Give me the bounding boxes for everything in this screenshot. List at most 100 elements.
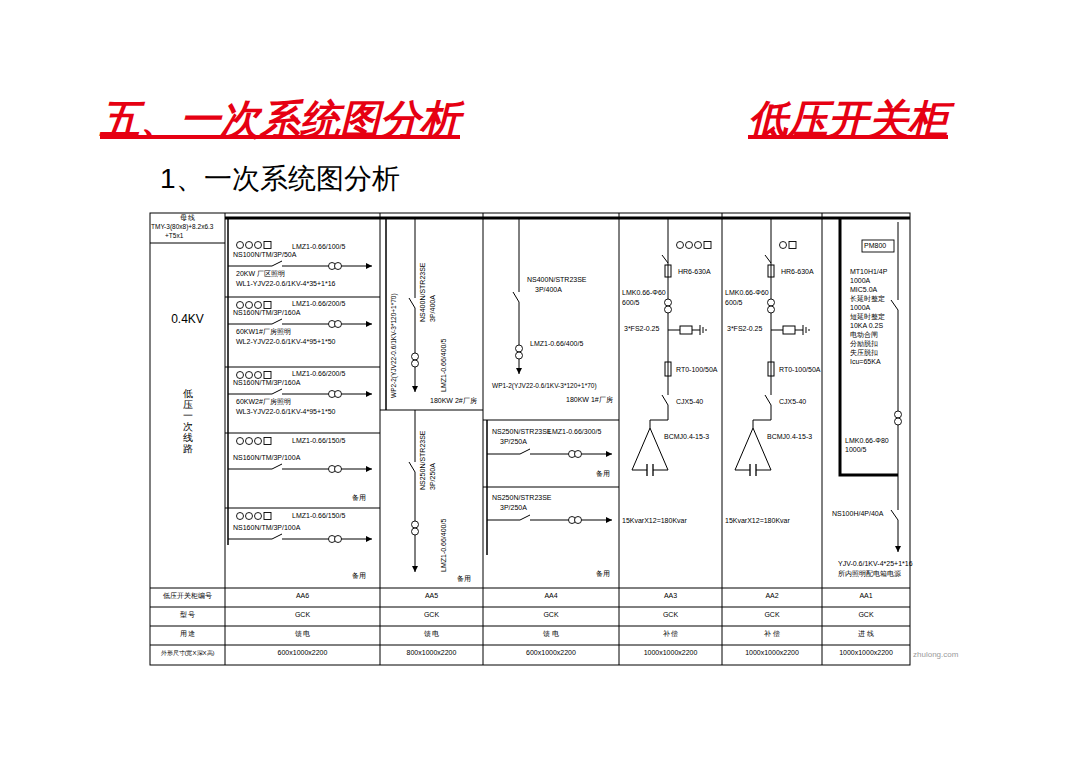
spec-label: 失压脱扣 (850, 349, 878, 357)
table-line (225, 213, 226, 665)
wire (415, 218, 416, 298)
wire (415, 410, 416, 462)
breaker-symbol (272, 261, 282, 266)
spec-label: NS160N/TM/3P/100A (233, 524, 300, 532)
wire (282, 266, 372, 267)
ct-symbol (412, 360, 419, 367)
spec-label: CJX5-40 (676, 398, 703, 406)
ct-symbol (335, 466, 342, 473)
incoming-bus (840, 218, 898, 475)
spec-label: NS250N/STR23SE (492, 428, 552, 436)
spec-label: 备用 (352, 494, 366, 502)
arrow-head (366, 263, 372, 269)
table-cell: 1000x1000x2200 (822, 649, 910, 657)
wire (668, 362, 669, 376)
ct-symbol (335, 536, 342, 543)
arrow-head (366, 466, 372, 472)
spec-label: LMK0.66-Φ80 (845, 437, 889, 445)
table-line (483, 487, 619, 488)
spec-label: 备用 (352, 572, 366, 580)
table-cell: 1000x1000x2200 (722, 649, 822, 657)
spec-label: NS160N/TM/3P/100A (233, 454, 300, 462)
ammeter-symbol (677, 242, 684, 249)
ct-symbol (768, 299, 775, 306)
spec-label: WL1-YJV22-0.6/1KV-4*35+1*16 (236, 280, 335, 288)
table-line (380, 213, 381, 665)
ct-symbol (575, 517, 582, 524)
spec-label: MIC5.0A (850, 286, 877, 294)
table-cell: GCK (822, 611, 910, 619)
capacitor-plate (646, 464, 647, 476)
table-cell: 600x1000x2200 (225, 649, 380, 657)
busbar (225, 217, 910, 220)
table-frame (150, 213, 910, 665)
spec-label: 10KA 0.2S (850, 322, 883, 330)
ct-symbol (665, 299, 672, 306)
wire (668, 263, 669, 395)
ammeter-symbol (255, 438, 262, 445)
table-cell: 母 线 (150, 214, 225, 222)
panel-bus (486, 420, 488, 555)
breaker-symbol (409, 298, 415, 308)
fuse-symbol (665, 362, 671, 376)
subheading: 1、一次系统图分析 (160, 162, 400, 196)
breaker-symbol (272, 319, 282, 324)
ct-symbol (895, 418, 902, 425)
table-cell: 外形尺寸(宽X深X高) (150, 650, 225, 657)
ammeter-symbol (695, 242, 702, 249)
meter-box (704, 242, 711, 249)
table-line (822, 213, 823, 665)
spec-label: LMK0.66-Φ60 (622, 289, 666, 297)
wire (228, 539, 272, 540)
spec-label: NS160N/TM/3P/160A (233, 309, 300, 317)
ammeter-symbol (686, 242, 693, 249)
spec-label: 备用 (596, 570, 610, 578)
wire (487, 520, 520, 521)
spec-label: NS100N/TM/3P/50A (233, 251, 296, 259)
table-line (150, 588, 910, 589)
spec-label: RT0-100/50A (676, 366, 718, 374)
ammeter-symbol (255, 372, 262, 379)
ct-symbol (516, 352, 523, 359)
table-cell: AA6 (225, 592, 380, 600)
breaker-symbol (513, 292, 519, 302)
arrow-head (516, 368, 522, 374)
table-cell: 进 线 (822, 630, 910, 638)
spec-label: 60KW2#厂房照明 (236, 398, 291, 406)
breaker-symbol (891, 300, 898, 310)
table-cell: AA1 (822, 592, 910, 600)
spec-label: NS250N/STR23SE (492, 494, 552, 502)
breaker-symbol (272, 464, 282, 469)
ground-symbol (703, 327, 704, 333)
ct-symbol (575, 451, 582, 458)
wire (415, 308, 416, 392)
wire (228, 394, 272, 395)
fuse-symbol (768, 362, 774, 376)
switch-symbol (765, 255, 771, 263)
table-cell: AA4 (483, 592, 619, 600)
spec-label: 3P/250A (500, 504, 527, 512)
ammeter-symbol (237, 302, 244, 309)
table-cell: 800x1000x2200 (380, 649, 483, 657)
spec-label: 电动合闸 (850, 331, 878, 339)
wire (282, 324, 372, 325)
table-cell: GCK (225, 611, 380, 619)
spec-label: 3P/400A (429, 295, 437, 322)
ammeter-symbol (246, 372, 253, 379)
wire (668, 330, 680, 331)
spec-label: CJX5-40 (779, 398, 806, 406)
spec-label: LMZ1-0.66/300/5 (548, 428, 601, 436)
wire (898, 475, 899, 510)
spec-label: BCMJ0.4-15-3 (664, 433, 709, 441)
table-line (380, 410, 483, 411)
spec-label: 600/5 (622, 299, 640, 307)
spec-label: 3P/400A (535, 286, 562, 294)
table-line (150, 645, 910, 646)
arrow-head (606, 517, 612, 523)
ammeter-symbol (255, 513, 262, 520)
arrester-symbol (680, 326, 692, 334)
spec-label: 分励脱扣 (850, 340, 878, 348)
table-cell: 1000x1000x2200 (619, 649, 722, 657)
spec-label: LMZ1-0.66/150/5 (292, 437, 345, 445)
